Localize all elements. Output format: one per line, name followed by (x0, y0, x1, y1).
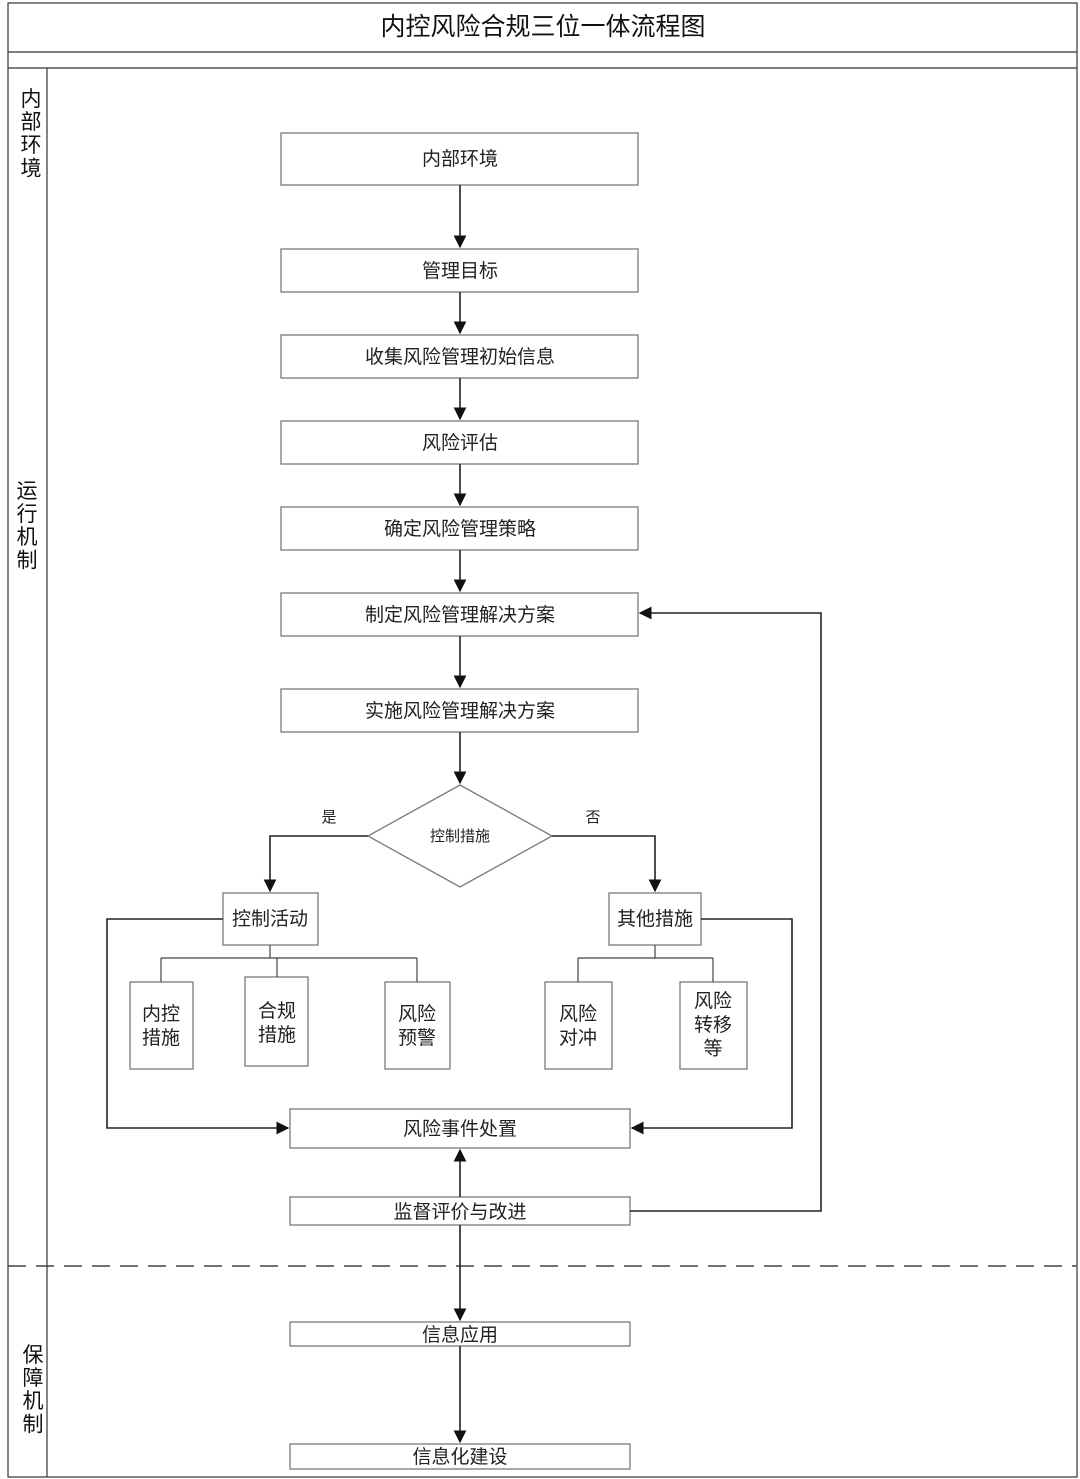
node-internal-control-box (129, 981, 194, 1070)
node-compliance: 合规措施 (258, 1000, 296, 1046)
node-risk-warning-box (384, 981, 451, 1070)
lane-label-operation: 运行机制 (17, 479, 38, 572)
node-plan-box (280, 592, 639, 637)
decision-diamond (366, 784, 554, 888)
node-risk-hedge-box (544, 981, 613, 1070)
node-implement-box (280, 688, 639, 733)
edge-no-branch (552, 835, 662, 893)
node-info-build: 信息化建设 (412, 1446, 507, 1468)
edge-yes-branch (263, 835, 368, 893)
node-risk-transfer: 风险转移等 (694, 990, 732, 1060)
node-internal-control: 内控措施 (142, 1003, 180, 1049)
edge-other-to-event (630, 918, 793, 1135)
edge-label-no: 否 (585, 808, 600, 826)
node-risk-hedge: 风险对冲 (559, 1003, 597, 1049)
node-risk-warning: 风险预警 (398, 1003, 436, 1049)
node-decision: 控制措施 (430, 827, 490, 845)
node-internal-env: 内部环境 (422, 148, 498, 170)
edge-feedback-loop (630, 606, 822, 1212)
node-plan: 制定风险管理解决方案 (365, 604, 555, 626)
diagram-title: 内控风险合规三位一体流程图 (380, 12, 705, 41)
outer-frame (7, 2, 1078, 1478)
lane-label-support: 保障机制 (23, 1343, 44, 1436)
node-risk-transfer-box (679, 981, 748, 1070)
node-mgmt-goal: 管理目标 (422, 260, 498, 282)
node-mgmt-goal-box (280, 248, 639, 293)
edge-control-to-event (106, 918, 290, 1135)
node-supervision-box (289, 1196, 631, 1226)
node-info-app: 信息应用 (422, 1324, 498, 1346)
node-collect-info: 收集风险管理初始信息 (365, 346, 555, 368)
node-info-build-box (289, 1443, 631, 1470)
node-risk-assess-box (280, 420, 639, 465)
node-strategy-box (280, 506, 639, 551)
node-supervision: 监督评价与改进 (393, 1201, 526, 1223)
node-implement: 实施风险管理解决方案 (365, 700, 555, 722)
lane-label-internal-env: 内部环境 (21, 87, 42, 180)
node-risk-assess: 风险评估 (422, 432, 498, 454)
node-other-measures: 其他措施 (617, 908, 693, 930)
node-event-handling: 风险事件处置 (403, 1118, 517, 1140)
node-strategy: 确定风险管理策略 (384, 518, 536, 540)
node-control-activity: 控制活动 (232, 908, 308, 930)
edge-label-yes: 是 (321, 808, 336, 826)
node-info-app-box (289, 1321, 631, 1347)
node-compliance-box (244, 976, 309, 1067)
node-internal-env-box (280, 132, 639, 186)
node-event-handling-box (289, 1108, 631, 1149)
